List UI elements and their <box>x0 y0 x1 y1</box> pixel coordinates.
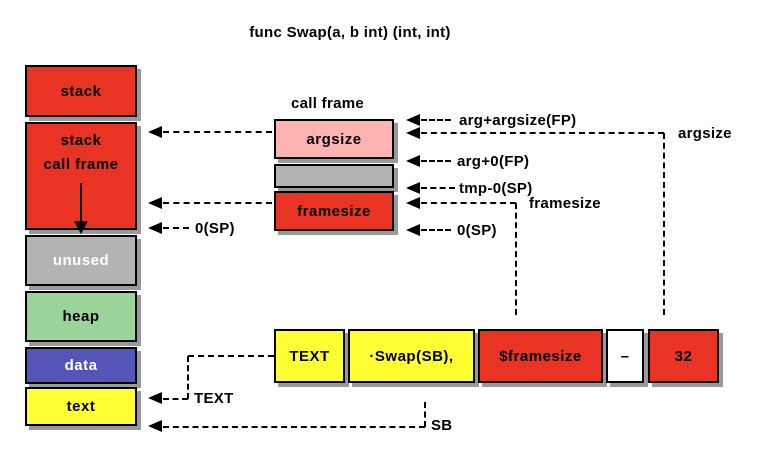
arrow-left-icon <box>148 222 162 234</box>
instruction-box-minus: – <box>606 329 644 383</box>
annotation-zero-sp-right: 0(SP) <box>457 222 497 239</box>
dashed-line <box>421 132 664 134</box>
dashed-line <box>424 402 426 427</box>
memory-box-unused: unused <box>25 235 137 286</box>
instruction-box-text: TEXT <box>274 329 345 383</box>
dashed-line <box>421 160 451 162</box>
dashed-line <box>163 227 189 229</box>
memory-box-stack-call-frame-label: stack <box>60 132 102 149</box>
memory-box-text: text <box>25 387 137 426</box>
dashed-line <box>188 355 274 357</box>
instruction-box-argsize-value: 32 <box>648 329 719 383</box>
call-frame-title: call frame <box>291 95 365 112</box>
dashed-line <box>163 202 272 204</box>
annotation-text: TEXT <box>194 390 234 407</box>
annotation-arg-plus-argsize-fp: arg+argsize(FP) <box>459 112 577 129</box>
instruction-box-argsize-value-label: 32 <box>674 347 693 365</box>
dashed-line <box>421 187 455 189</box>
annotation-arg-plus-0-fp: arg+0(FP) <box>457 153 530 170</box>
memory-box-stack: stack <box>25 65 137 117</box>
stack-growth-down-arrow-icon <box>74 183 88 234</box>
annotation-sb: SB <box>431 417 453 434</box>
dashed-line <box>163 398 188 400</box>
memory-box-heap: heap <box>25 291 137 342</box>
arrow-left-icon <box>406 197 420 209</box>
annotation-tmp-minus-0-sp: tmp-0(SP) <box>459 180 533 197</box>
dashed-line <box>663 133 665 315</box>
diagram-title: func Swap(a, b int) (int, int) <box>249 24 451 41</box>
annotation-framesize: framesize <box>529 195 601 212</box>
dashed-line <box>163 426 425 428</box>
dashed-line <box>515 203 517 315</box>
call-frame-box-spacer <box>274 164 394 188</box>
dashed-line <box>163 131 272 133</box>
stack-growth-arrow-head <box>74 221 88 234</box>
memory-box-stack-label: stack <box>60 82 102 100</box>
memory-box-data-label: data <box>64 357 98 374</box>
call-frame-box-framesize-label: framesize <box>297 202 371 220</box>
arrow-left-icon <box>406 182 420 194</box>
memory-box-text-label: text <box>66 398 96 415</box>
memory-box-stack-call-frame: stack call frame <box>25 122 137 234</box>
call-frame-box-framesize: framesize <box>274 191 394 231</box>
annotation-argsize: argsize <box>678 125 732 142</box>
call-frame-box-argsize-label: argsize <box>306 130 362 148</box>
instruction-box-text-label: TEXT <box>289 347 330 365</box>
arrow-left-icon <box>148 126 162 138</box>
arrow-left-icon <box>406 127 420 139</box>
instruction-box-swap-sb-label: ·Swap(SB), <box>369 347 454 365</box>
annotation-zero-sp-left: 0(SP) <box>195 220 235 237</box>
call-frame-box-argsize: argsize <box>274 119 394 159</box>
memory-box-heap-label: heap <box>62 308 100 325</box>
memory-box-data: data <box>25 347 137 384</box>
instruction-box-swap-sb: ·Swap(SB), <box>348 329 475 383</box>
dashed-line <box>421 229 451 231</box>
instruction-box-framesize-label: $framesize <box>499 347 582 365</box>
arrow-left-icon <box>406 224 420 236</box>
arrow-left-icon <box>148 197 162 209</box>
memory-box-stack-call-frame-sublabel: call frame <box>43 156 119 173</box>
stack-growth-arrow-stem <box>80 183 82 221</box>
dashed-line <box>187 356 189 399</box>
dashed-line <box>421 119 451 121</box>
arrow-left-icon <box>148 392 162 404</box>
memory-box-unused-label: unused <box>52 252 110 269</box>
arrow-left-icon <box>406 114 420 126</box>
instruction-box-minus-label: – <box>620 347 630 365</box>
instruction-box-framesize: $framesize <box>478 329 603 383</box>
arrow-left-icon <box>406 155 420 167</box>
arrow-left-icon <box>148 420 162 432</box>
dashed-line <box>421 202 516 204</box>
